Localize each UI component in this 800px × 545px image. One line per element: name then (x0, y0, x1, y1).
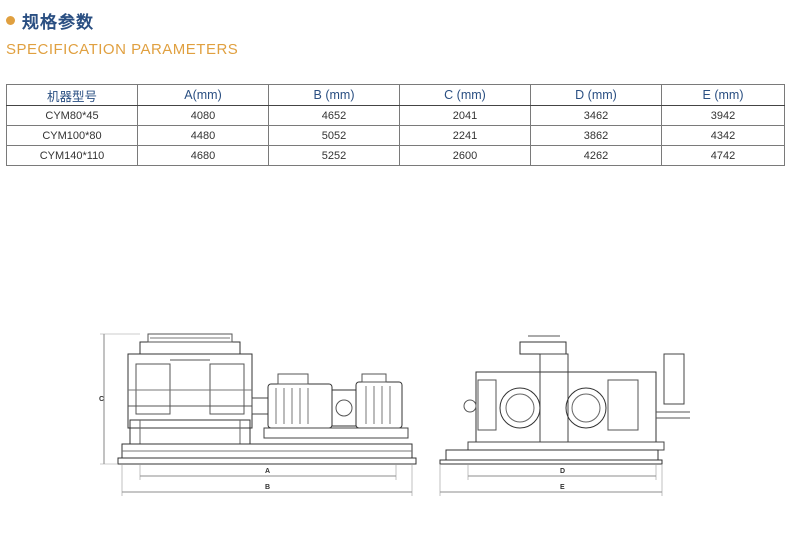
front-view (439, 335, 690, 496)
table-row: CYM80*45 4080 4652 2041 3462 3942 (6, 105, 785, 126)
table-row: CYM100*80 4480 5052 2241 3862 4342 (6, 125, 785, 146)
cell-a: 4480 (137, 125, 269, 146)
side-view (100, 333, 417, 496)
col-header-b: B (mm) (268, 84, 400, 106)
section-title-cn: 规格参数 (22, 13, 94, 33)
section-title-en: SPECIFICATION PARAMETERS (6, 41, 239, 58)
dimension-label-e: E (560, 484, 565, 491)
cell-e: 3942 (661, 105, 785, 126)
cell-c: 2041 (399, 105, 531, 126)
col-header-a: A(mm) (137, 84, 269, 106)
cell-c: 2600 (399, 145, 531, 166)
col-header-c: C (mm) (399, 84, 531, 106)
cell-d: 4262 (530, 145, 662, 166)
col-header-d: D (mm) (530, 84, 662, 106)
table-row: CYM140*110 4680 5252 2600 4262 4742 (6, 145, 785, 166)
title-row: 规格参数 (6, 8, 786, 33)
cell-d: 3462 (530, 105, 662, 126)
cell-model: CYM140*110 (6, 145, 138, 166)
machine-drawing: C A B D E (99, 333, 690, 496)
col-header-e: E (mm) (661, 84, 785, 106)
spec-table: 机器型号 A(mm) B (mm) C (mm) D (mm) E (mm) C… (6, 84, 785, 166)
dimension-label-a: A (265, 468, 270, 475)
cell-e: 4342 (661, 125, 785, 146)
col-header-model: 机器型号 (6, 84, 138, 106)
cell-c: 2241 (399, 125, 531, 146)
cell-b: 5252 (268, 145, 400, 166)
cell-model: CYM80*45 (6, 105, 138, 126)
dimension-label-b: B (265, 484, 270, 491)
dimension-label-c: C (99, 396, 104, 403)
cell-model: CYM100*80 (6, 125, 138, 146)
cell-a: 4080 (137, 105, 269, 126)
cell-e: 4742 (661, 145, 785, 166)
cell-a: 4680 (137, 145, 269, 166)
cell-b: 4652 (268, 105, 400, 126)
dimension-label-d: D (560, 468, 565, 475)
cell-d: 3862 (530, 125, 662, 146)
bullet-dot-icon (6, 16, 15, 25)
cell-b: 5052 (268, 125, 400, 146)
section-header: 规格参数 SPECIFICATION PARAMETERS (6, 8, 786, 58)
table-header-row: 机器型号 A(mm) B (mm) C (mm) D (mm) E (mm) (6, 84, 785, 106)
